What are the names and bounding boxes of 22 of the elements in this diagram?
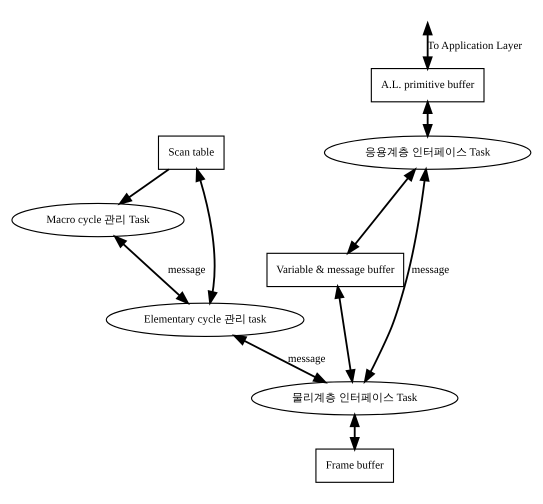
node-box: A.L. primitive buffer [370, 68, 485, 102]
arrow [346, 166, 417, 255]
edge-label: message [288, 352, 326, 364]
arrow [350, 412, 360, 452]
node-ellipse: Macro cycle 관리 Task [11, 202, 185, 237]
arrow [364, 166, 430, 384]
node-ellipse: 응용계층 인터페이스 Task [324, 134, 532, 170]
arrow [196, 166, 218, 306]
arrow [118, 168, 170, 205]
arrow [334, 283, 356, 384]
edge-label: message [412, 263, 450, 276]
edge-label: message [168, 263, 206, 276]
arrow [112, 234, 190, 304]
arrow [232, 334, 328, 384]
node-ellipse: Elementary cycle 관리 task [106, 302, 304, 336]
node-box: Scan table [158, 134, 225, 170]
arrow [422, 20, 433, 71]
node-ellipse: 물리계층 인터페이스 Task [250, 380, 458, 415]
edge-label: To Application Layer [427, 39, 522, 52]
node-box: Frame buffer [315, 448, 394, 482]
arrow [422, 98, 433, 138]
node-box: Variable & message buffer [266, 252, 404, 287]
